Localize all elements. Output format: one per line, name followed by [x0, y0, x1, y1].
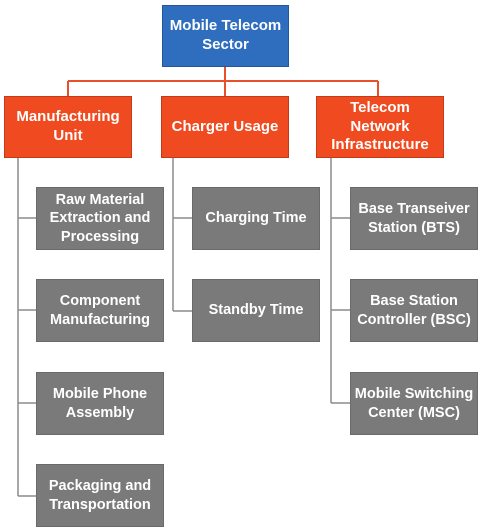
node-component-manufacturing: Component Manufacturing	[36, 279, 164, 342]
leaf-connectors	[17, 158, 350, 497]
category-telecom-network-infrastructure: Telecom Network Infrastructure	[316, 96, 444, 158]
root-connectors	[67, 67, 379, 96]
node-mobile-phone-assembly: Mobile Phone Assembly	[36, 372, 164, 435]
node-charging-time: Charging Time	[192, 187, 320, 250]
node-raw-material-extraction: Raw Material Extraction and Processing	[36, 187, 164, 250]
root-node: Mobile Telecom Sector	[162, 5, 289, 67]
node-base-transceiver-station: Base Transeiver Station (BTS)	[350, 187, 478, 250]
node-packaging-transportation: Packaging and Transportation	[36, 464, 164, 527]
category-manufacturing-unit: Manufacturing Unit	[4, 96, 132, 158]
node-base-station-controller: Base Station Controller (BSC)	[350, 279, 478, 342]
node-standby-time: Standby Time	[192, 279, 320, 342]
node-mobile-switching-center: Mobile Switching Center (MSC)	[350, 372, 478, 435]
category-charger-usage: Charger Usage	[161, 96, 289, 158]
